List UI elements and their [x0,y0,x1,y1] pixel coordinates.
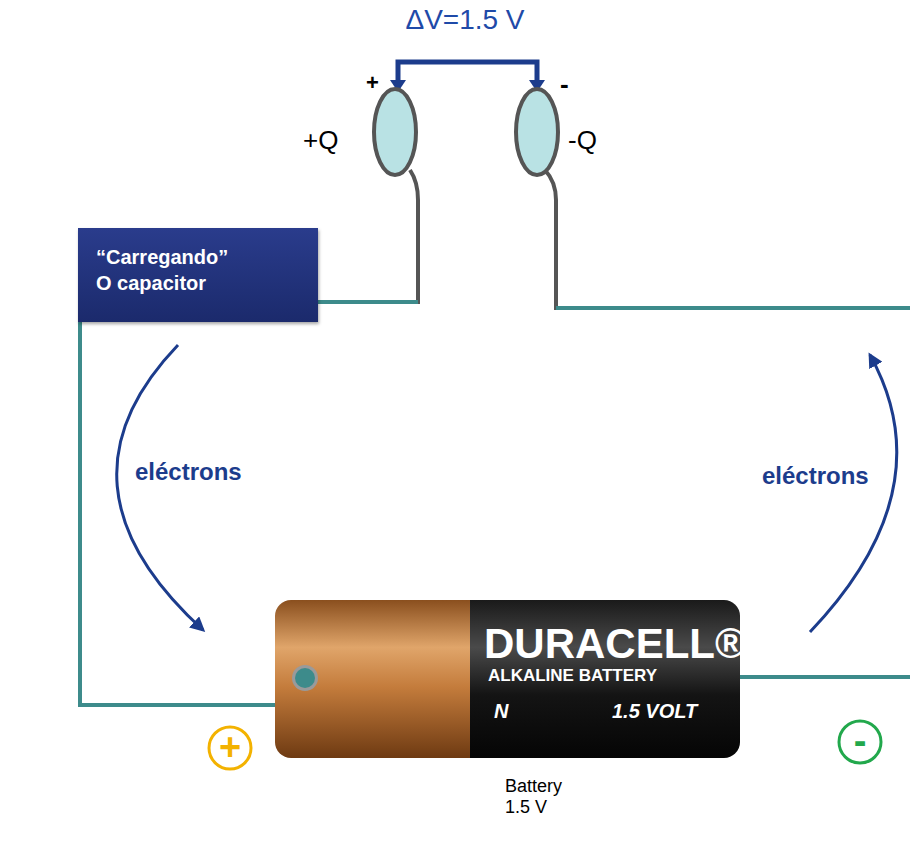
wire [556,306,910,310]
battery-terminal [295,668,315,688]
battery-cap [275,600,490,758]
plate-lead [545,170,556,310]
battery-size: N [494,700,508,723]
battery-voltage: 1.5 VOLT [612,700,697,723]
charge-label: +Q [303,126,338,156]
battery-type: ALKALINE BATTERY [488,666,657,686]
electron-arrow [117,345,203,630]
capacitor-plate [516,89,558,175]
electron-label: eléctrons [135,458,242,486]
electron-label: eléctrons [762,462,869,490]
label-box: “Carregando” O capacitor [78,228,318,322]
circle-outline [209,727,251,769]
terminal-sign: - [837,719,883,765]
capacitor-plate [374,89,416,175]
battery-brand: DURACELL® [484,620,746,668]
polarity-sign: - [560,70,569,100]
sign-text: + [219,728,241,766]
sign-text: - [854,722,867,760]
voltage-bracket [398,62,537,82]
box-text: “Carregando” O capacitor [96,244,246,296]
battery-terminal-ring [292,665,318,691]
voltage-label: ΔV=1.5 V [405,4,524,36]
wire [318,300,418,304]
polarity-sign: + [366,70,379,95]
charge-label: -Q [568,126,597,156]
wire [80,320,280,705]
terminal-sign: + [207,725,253,771]
circle-outline [839,721,881,763]
wire [738,675,910,679]
battery-caption: Battery 1.5 V [505,776,577,817]
electron-arrow [810,355,897,632]
plate-lead [410,170,418,304]
